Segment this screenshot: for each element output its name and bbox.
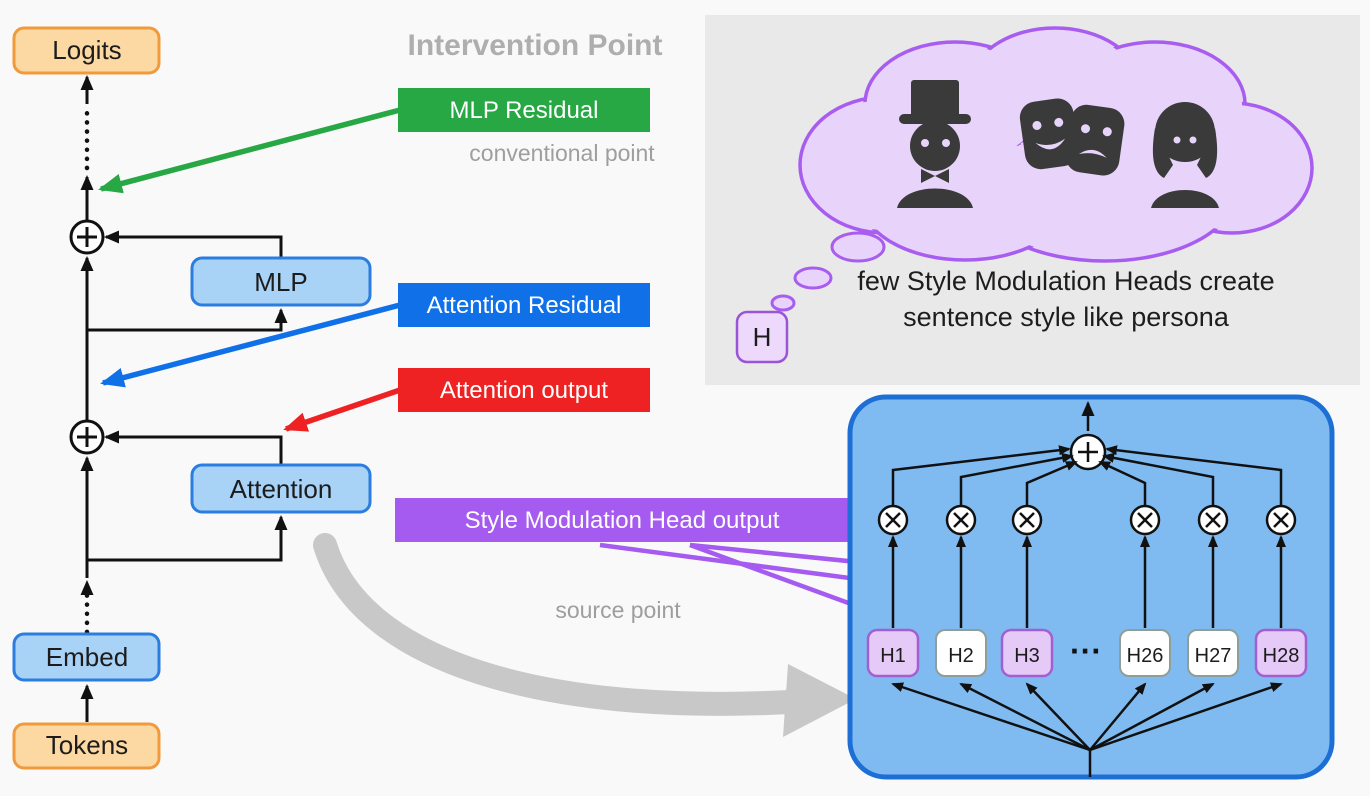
- attention-box: Attention: [190, 463, 372, 514]
- thought-bubble-large: [830, 231, 886, 263]
- input-fan: [891, 682, 1283, 777]
- mlp-residual-arrow: [98, 107, 401, 194]
- head-box-h28: H28: [1254, 628, 1308, 678]
- attention-residual-arrow: [100, 302, 401, 388]
- multiply-gate: [1265, 504, 1297, 536]
- attention-residual-label: Attention Residual: [427, 292, 622, 319]
- intervention-labels: Intervention Point MLP Residual conventi…: [98, 29, 1264, 623]
- attention-output-label: Attention output: [440, 377, 608, 404]
- attention-output-arrow: [283, 387, 401, 432]
- multiply-gates: [877, 504, 1297, 536]
- head-box-h2: H2: [935, 629, 987, 677]
- attention-residual-callout: Attention Residual: [100, 283, 650, 388]
- persona-caption-line2: sentence style like persona: [903, 302, 1230, 332]
- mlp-output-line: [104, 230, 283, 258]
- mlp-box: MLP: [190, 256, 372, 307]
- source-point-note: source point: [555, 597, 681, 623]
- logits-label: Logits: [52, 35, 121, 65]
- mul1-to-sum: [891, 445, 1071, 506]
- intervention-point-title: Intervention Point: [408, 29, 663, 62]
- tokens-box: Tokens: [12, 722, 161, 770]
- head-box-h27: H27: [1187, 629, 1239, 677]
- logits-box: Logits: [12, 26, 161, 75]
- thought-bubble-small: [770, 294, 796, 312]
- h-source-label: H: [753, 322, 772, 352]
- attention-output-callout: Attention output: [283, 368, 650, 432]
- mlp-residual-label: MLP Residual: [450, 97, 599, 124]
- mul6-to-sum: [1105, 445, 1283, 506]
- attention-input-branch: [87, 515, 288, 562]
- persona-panel: H few Style Modulation Heads create sent…: [705, 15, 1360, 385]
- persona-caption-line1: few Style Modulation Heads create: [857, 266, 1274, 296]
- style-head-arrow-h1: [689, 542, 876, 615]
- thought-bubble-medium: [793, 266, 833, 290]
- head-label: H28: [1263, 645, 1300, 667]
- mlp-label: MLP: [254, 267, 307, 297]
- head-label: H3: [1014, 645, 1040, 667]
- head-box-h1: H1: [866, 628, 920, 678]
- zoom-arrow: [313, 533, 856, 737]
- head-box-h26: H26: [1119, 629, 1171, 677]
- head-label: H1: [880, 645, 906, 667]
- attention-label: Attention: [230, 474, 333, 504]
- head-box-h3: H3: [1000, 628, 1054, 678]
- mlp-residual-add: [69, 219, 105, 255]
- persona-woman-icon: [1151, 102, 1219, 208]
- h-source-box: H: [735, 310, 789, 364]
- heads-ellipsis: ···: [1070, 633, 1102, 669]
- mul5-to-sum: [1102, 452, 1215, 506]
- attention-output-badge: [398, 368, 650, 412]
- multiply-gate: [1197, 504, 1229, 536]
- heads-sum-circle: [1069, 433, 1107, 471]
- embed-box: Embed: [12, 632, 161, 682]
- multiply-gate: [1011, 504, 1043, 536]
- mlp-residual-badge: [398, 88, 650, 132]
- multiply-gate: [945, 504, 977, 536]
- multiply-gate: [877, 504, 909, 536]
- theater-masks-icon: [1019, 98, 1125, 176]
- attention-residual-add: [69, 419, 105, 455]
- style-head-badge: [395, 498, 850, 542]
- tokens-label: Tokens: [46, 730, 128, 760]
- head-label: H2: [948, 645, 974, 667]
- conventional-point-note: conventional point: [469, 140, 655, 166]
- mul3-to-sum: [1025, 460, 1078, 506]
- mlp-input-branch: [87, 308, 288, 332]
- attention-output-line: [104, 430, 283, 465]
- head-label: H26: [1127, 645, 1164, 667]
- mul2-to-sum: [959, 452, 1074, 506]
- attention-residual-badge: [398, 283, 650, 327]
- mlp-residual-callout: MLP Residual conventional point: [98, 88, 655, 194]
- persona-magician-icon: [897, 80, 973, 208]
- style-head-label: Style Modulation Head output: [465, 507, 780, 534]
- head-boxes: H1 H2 H3 ··· H26 H27 H28: [866, 628, 1308, 678]
- heads-panel: H1 H2 H3 ··· H26 H27 H28: [847, 394, 1335, 780]
- mul4-to-sum: [1098, 460, 1147, 506]
- embed-label: Embed: [46, 642, 128, 672]
- multiply-gate: [1129, 504, 1161, 536]
- transformer-stack: Logits MLP Attention Embed Tokens: [12, 26, 372, 770]
- head-label: H27: [1195, 645, 1232, 667]
